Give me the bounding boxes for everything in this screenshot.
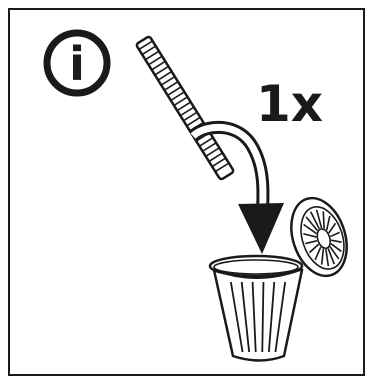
info-symbol: i <box>69 37 85 91</box>
trash-can-icon <box>210 191 356 361</box>
figure-frame <box>9 9 364 375</box>
strip-icon <box>136 36 234 180</box>
quantity-label: 1x <box>256 75 323 133</box>
info-icon: i <box>47 33 107 93</box>
